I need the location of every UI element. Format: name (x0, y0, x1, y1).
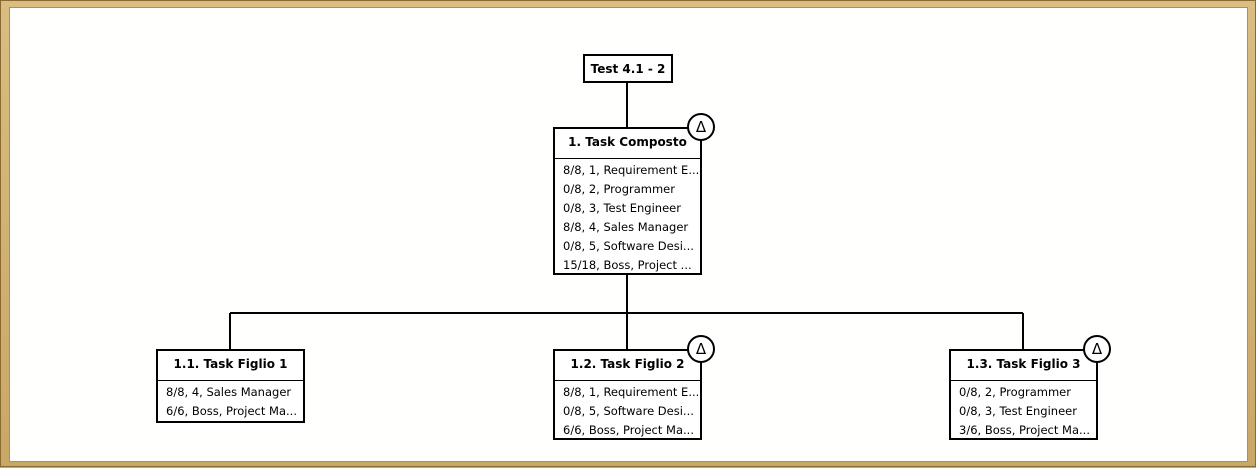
child-task-title: 1.3. Task Figlio 3 (951, 351, 1096, 381)
delta-icon[interactable]: Δ (687, 335, 715, 363)
resource-row: 0/8, 2, Programmer (563, 182, 675, 196)
resource-row: 8/8, 4, Sales Manager (166, 385, 292, 399)
resource-row: 8/8, 1, Requirement E... (563, 385, 700, 399)
resource-row: 15/18, Boss, Project ... (563, 258, 692, 272)
root-node-title: Test 4.1 - 2 (590, 62, 666, 76)
child-task-node-2[interactable]: 1.2. Task Figlio 2 8/8, 1, Requirement E… (553, 349, 702, 440)
composite-task-node[interactable]: 1. Task Composto 8/8, 1, Requirement E..… (553, 127, 702, 275)
resource-row: 3/6, Boss, Project Ma... (959, 423, 1090, 437)
composite-task-title: 1. Task Composto (555, 129, 700, 159)
resource-row: 0/8, 3, Test Engineer (959, 404, 1077, 418)
resource-row: 6/6, Boss, Project Ma... (563, 423, 694, 437)
child-task-title: 1.2. Task Figlio 2 (555, 351, 700, 381)
resource-row: 0/8, 5, Software Desi... (563, 404, 694, 418)
root-node[interactable]: Test 4.1 - 2 (583, 54, 673, 83)
delta-icon[interactable]: Δ (1083, 335, 1111, 363)
delta-icon[interactable]: Δ (687, 113, 715, 141)
child-task-node-1[interactable]: 1.1. Task Figlio 1 8/8, 4, Sales Manager… (156, 349, 305, 423)
child-task-title: 1.1. Task Figlio 1 (158, 351, 303, 381)
child-task-node-3[interactable]: 1.3. Task Figlio 3 0/8, 2, Programmer 0/… (949, 349, 1098, 440)
resource-row: 8/8, 1, Requirement E... (563, 163, 700, 177)
resource-row: 0/8, 5, Software Desi... (563, 239, 694, 253)
resource-row: 0/8, 3, Test Engineer (563, 201, 681, 215)
resource-row: 0/8, 2, Programmer (959, 385, 1071, 399)
resource-row: 6/6, Boss, Project Ma... (166, 404, 297, 418)
resource-row: 8/8, 4, Sales Manager (563, 220, 689, 234)
